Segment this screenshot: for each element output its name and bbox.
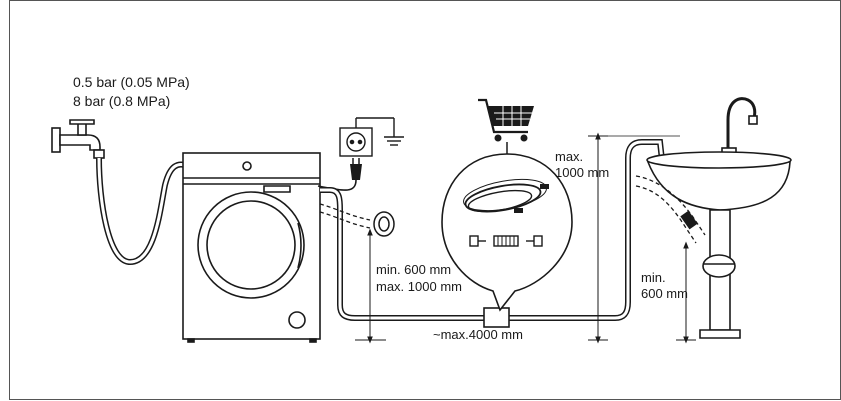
drain-hose-left-inner bbox=[320, 188, 485, 320]
shopping-cart-icon bbox=[478, 98, 534, 142]
alt-drain-dashed-1 bbox=[319, 203, 371, 221]
pressure-label-1: 0.5 bar (0.05 MPa) bbox=[73, 74, 190, 90]
sink-icon bbox=[646, 97, 792, 339]
drain-hose-right-inner bbox=[508, 140, 664, 320]
power-plug-icon bbox=[317, 158, 362, 191]
trap-height-label-1: min. bbox=[641, 270, 666, 285]
alt-drain-dashed-2 bbox=[319, 211, 371, 229]
washing-machine bbox=[182, 152, 321, 343]
pressure-label-2: 8 bar (0.8 MPa) bbox=[73, 93, 170, 109]
grounded-socket-icon bbox=[339, 117, 404, 157]
sink-clamp bbox=[680, 210, 698, 230]
water-tap-icon bbox=[51, 119, 105, 159]
sink-height-label-2: 1000 mm bbox=[555, 165, 609, 180]
sink-height-label-1: max. bbox=[555, 149, 583, 164]
drain-height-max-label: max. 1000 mm bbox=[376, 279, 462, 294]
trap-height-label-2: 600 mm bbox=[641, 286, 688, 301]
inlet-hose-inner bbox=[97, 157, 189, 264]
wall-drain-outlet bbox=[373, 211, 395, 237]
hose-extension-kit-icon bbox=[441, 153, 573, 312]
hose-coupling bbox=[483, 307, 510, 328]
drain-height-min-label: min. 600 mm bbox=[376, 262, 451, 277]
sink-drain-dashed-1 bbox=[635, 175, 706, 236]
sink-drain-dashed-2 bbox=[635, 185, 697, 244]
hose-length-label: ~max.4000 mm bbox=[433, 327, 523, 342]
